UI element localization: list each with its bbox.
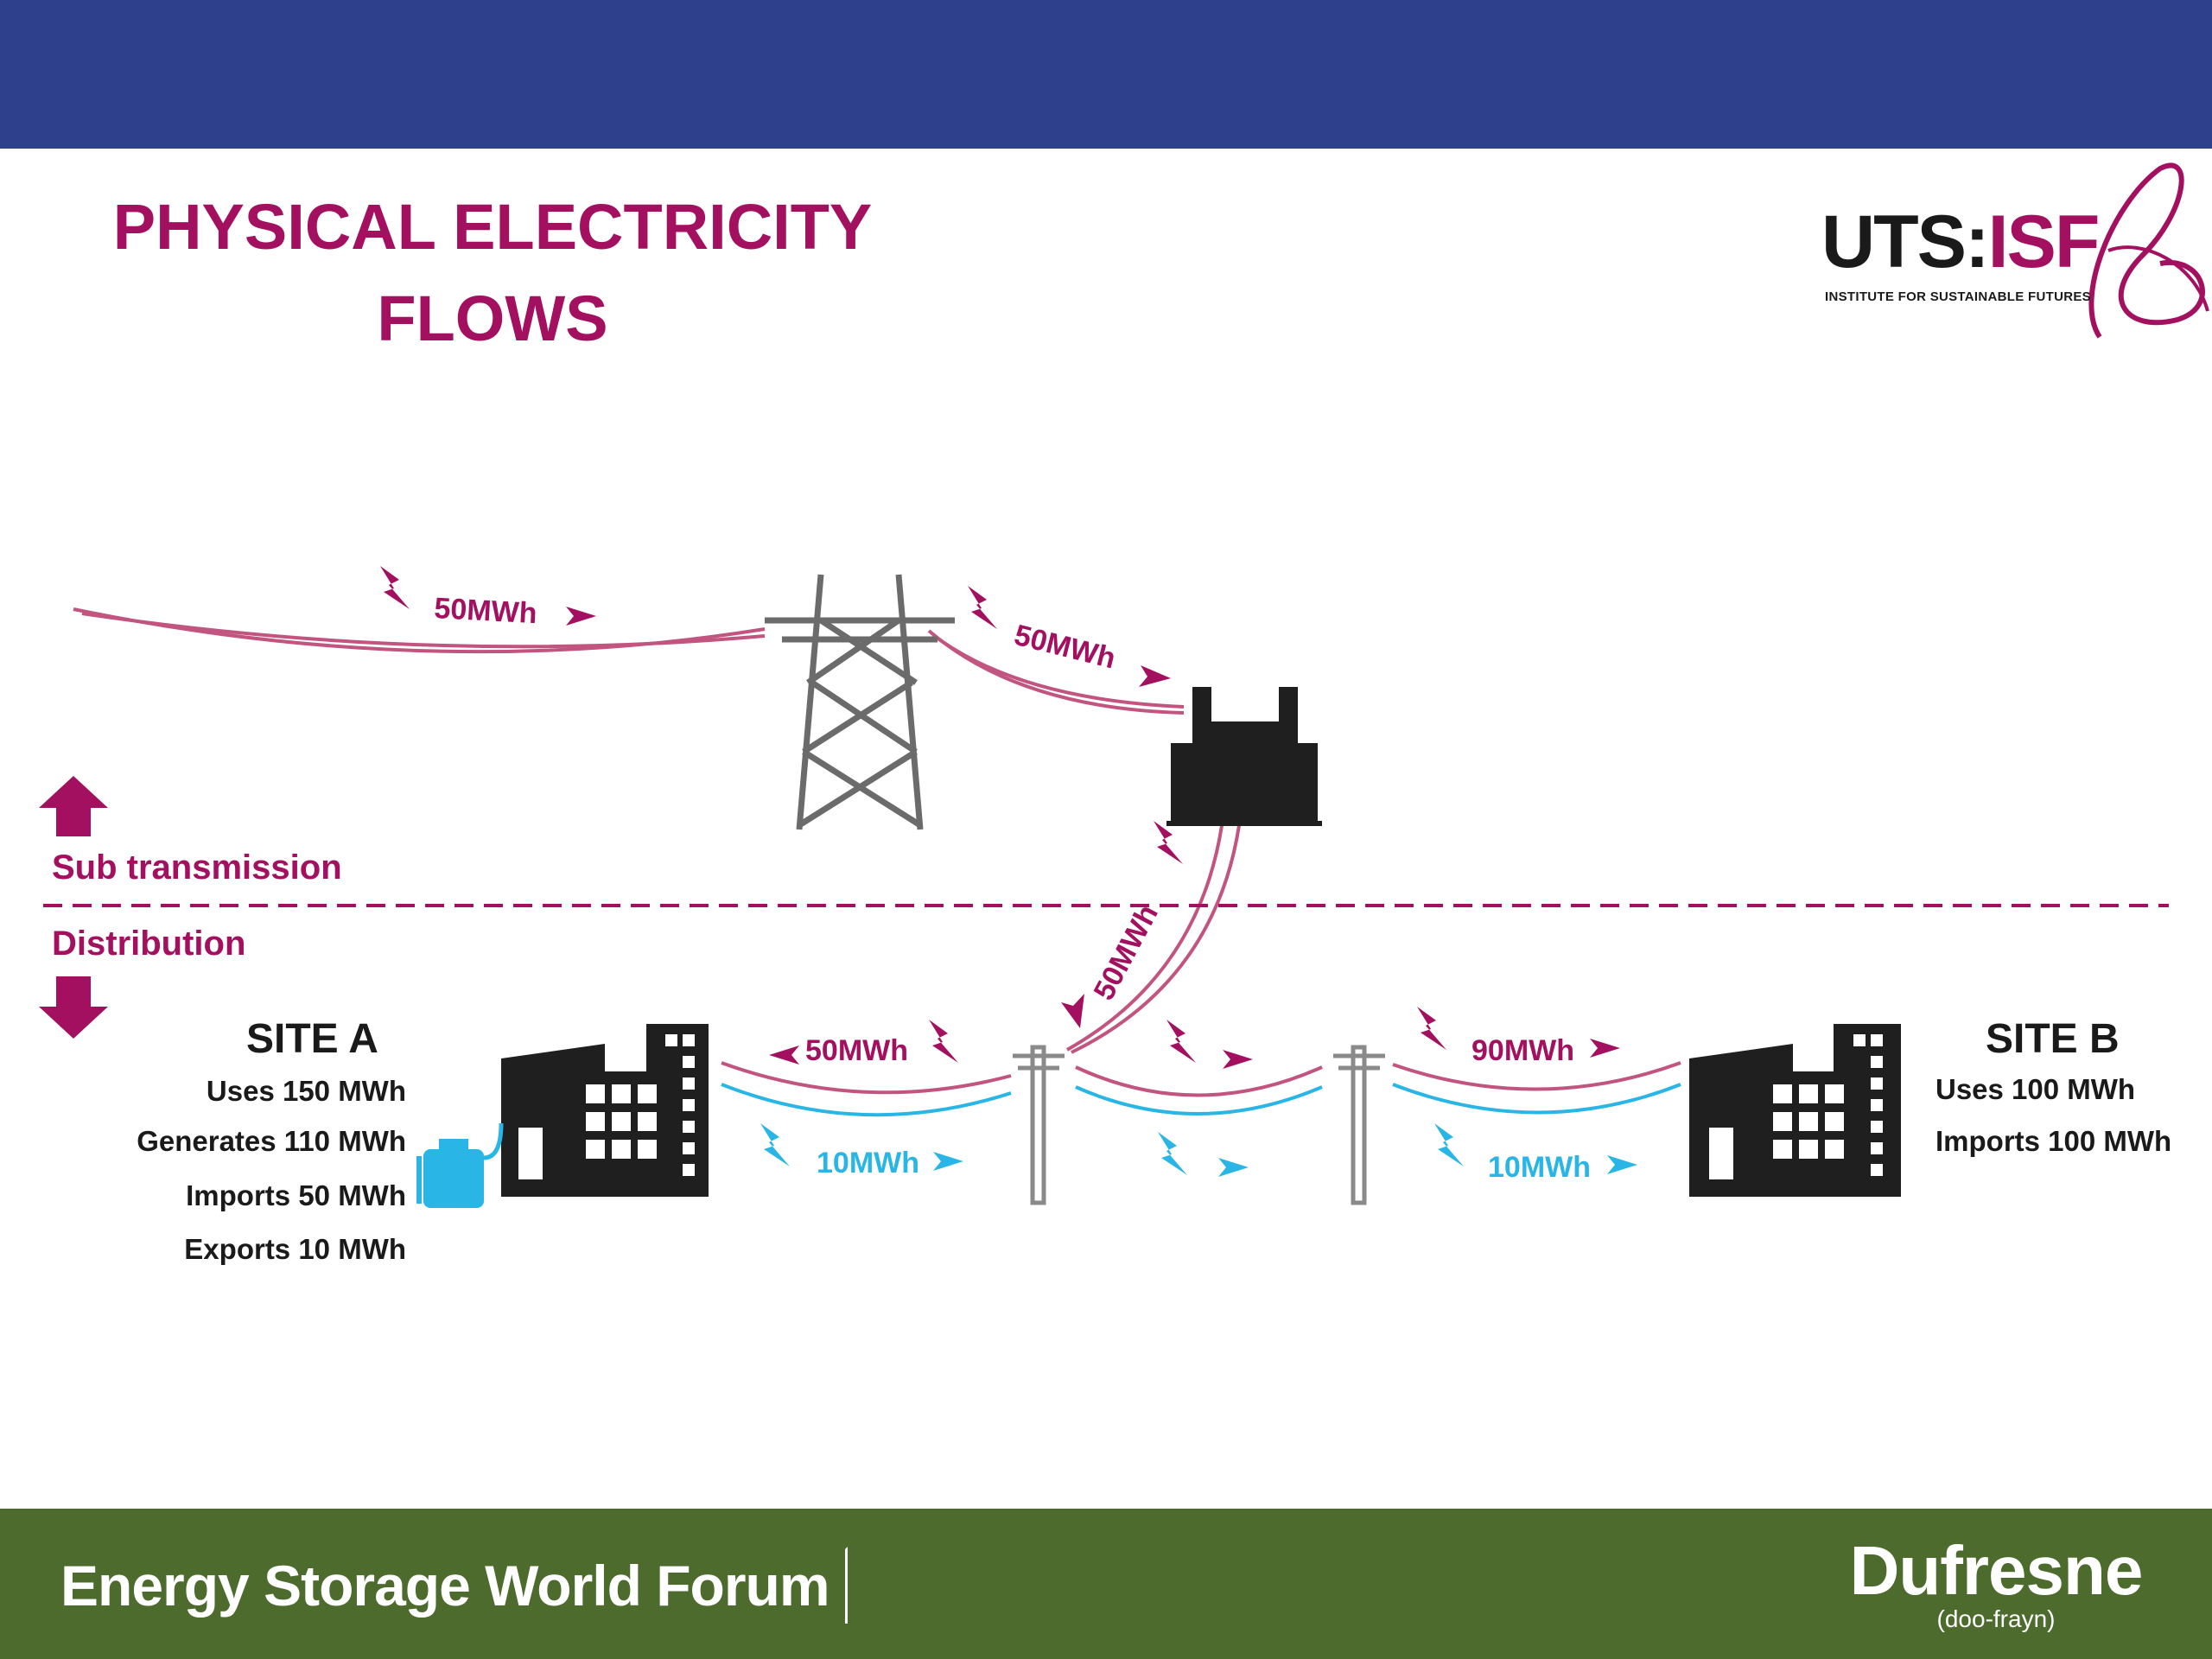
flow-label-tower-to-substation: 50MWh [1011, 619, 1119, 676]
arrow-up-icon [39, 776, 108, 836]
flow-label-site-a-export: 10MWh [817, 1147, 919, 1179]
page-title-line2: FLOWS [377, 283, 608, 354]
zone-label-sub-transmission: Sub transmission [52, 849, 342, 887]
flow-label-pole-to-site-a: 50MWh [805, 1034, 908, 1067]
bolt-icon [380, 566, 410, 609]
battery-icon [416, 1122, 504, 1208]
dufresne-pronunciation: (doo-frayn) [1936, 1605, 2056, 1632]
arrow-down-left-icon [1061, 994, 1084, 1028]
arrow-right-icon [566, 607, 596, 626]
footer-bar [0, 1509, 2212, 1659]
pole-2-icon [1333, 1045, 1385, 1205]
tower-to-substation-line [927, 629, 1185, 715]
site-b-uses: Uses 100 MWh [1936, 1073, 2136, 1105]
dufresne-wordmark: Dufresne [1849, 1532, 2144, 1609]
arrow-right-icon [933, 1152, 963, 1171]
site-a-imports: Imports 50 MWh [186, 1179, 406, 1211]
bolt-icon [968, 586, 997, 629]
arrow-right-icon [1218, 1158, 1249, 1177]
arrow-right-icon [1590, 1039, 1620, 1058]
bolt-icon [1166, 1020, 1196, 1063]
bolt-icon [760, 1123, 790, 1166]
site-b-building-icon [1689, 1024, 1901, 1197]
distribution-line-b [1392, 1061, 1681, 1115]
substation-icon [1166, 687, 1322, 826]
page-title: PHYSICAL ELECTRICITY FLOWS [104, 181, 881, 365]
bolt-icon [1154, 821, 1183, 864]
arrow-down-icon [39, 976, 108, 1039]
swirl-logo-icon [2088, 162, 2209, 339]
page-title-line1: PHYSICAL ELECTRICITY [112, 191, 873, 263]
site-a-title: SITE A [246, 1016, 378, 1062]
bolt-icon [1434, 1123, 1464, 1166]
transmission-tower-icon [765, 574, 955, 830]
zone-label-distribution: Distribution [52, 925, 246, 963]
bolt-icon [1158, 1132, 1187, 1175]
header-bar [0, 0, 2212, 149]
distribution-line-middle [1075, 1065, 1323, 1116]
pole-1-icon [1013, 1045, 1065, 1205]
site-a-exports: Exports 10 MWh [184, 1233, 406, 1265]
flow-label-to-site-b-export: 10MWh [1488, 1151, 1591, 1184]
site-b-title: SITE B [1986, 1016, 2120, 1062]
arrow-right-icon [1223, 1050, 1253, 1069]
site-a-generates: Generates 110 MWh [137, 1125, 406, 1157]
arrow-right-icon [1139, 665, 1171, 687]
bolt-icon [1417, 1007, 1446, 1050]
logo-wordmark: UTS:ISF [1821, 200, 2100, 283]
transmission-line [73, 607, 766, 654]
flow-label-transmission-in: 50MWh [434, 592, 538, 630]
uts-isf-logo: UTS:ISF INSTITUTE FOR SUSTAINABLE FUTURE… [1815, 151, 2212, 350]
site-a-building-icon [501, 1024, 709, 1197]
logo-subtitle: INSTITUTE FOR SUSTAINABLE FUTURES [1825, 289, 2091, 304]
site-a-uses: Uses 150 MWh [206, 1075, 406, 1107]
footer-logo-energy-storage-world-forum: Energy Storage World Forum [60, 1547, 848, 1624]
distribution-line-a [721, 1061, 1012, 1117]
bolt-icon [929, 1020, 958, 1063]
arrow-left-icon [769, 1046, 799, 1065]
site-b-imports: Imports 100 MWh [1936, 1125, 2172, 1157]
flow-label-to-site-b-import: 90MWh [1471, 1034, 1574, 1067]
footer-logo-dufresne: Dufresne (doo-frayn) [1840, 1536, 2152, 1631]
flow-label-substation-to-pole: 50MWh [1088, 899, 1165, 1006]
arrow-right-icon [1607, 1155, 1637, 1174]
